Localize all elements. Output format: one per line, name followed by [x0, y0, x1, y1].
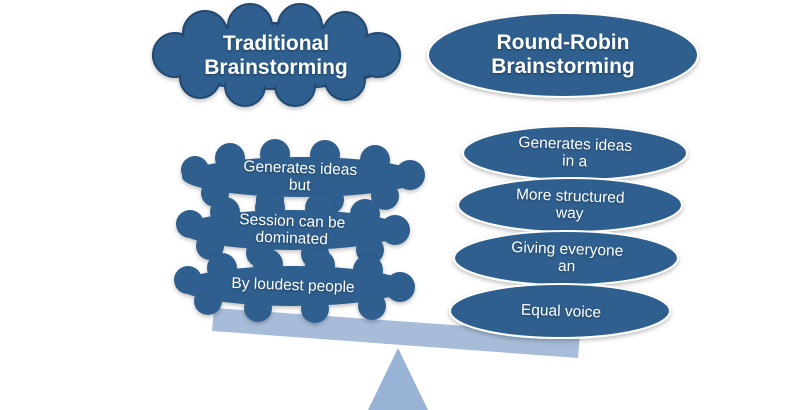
oval-right-4: [449, 283, 671, 339]
cloud-left-2: [176, 193, 410, 268]
seesaw-beam: [212, 308, 580, 358]
cloud-traditional-title: [152, 3, 401, 107]
oval-right-3: [453, 230, 679, 286]
oval-right-1: [462, 125, 688, 181]
oval-roundrobin-title: [427, 12, 699, 98]
oval-right-2: [457, 177, 683, 233]
cloud-left-3: [174, 249, 415, 323]
fulcrum-triangle: [368, 348, 428, 410]
